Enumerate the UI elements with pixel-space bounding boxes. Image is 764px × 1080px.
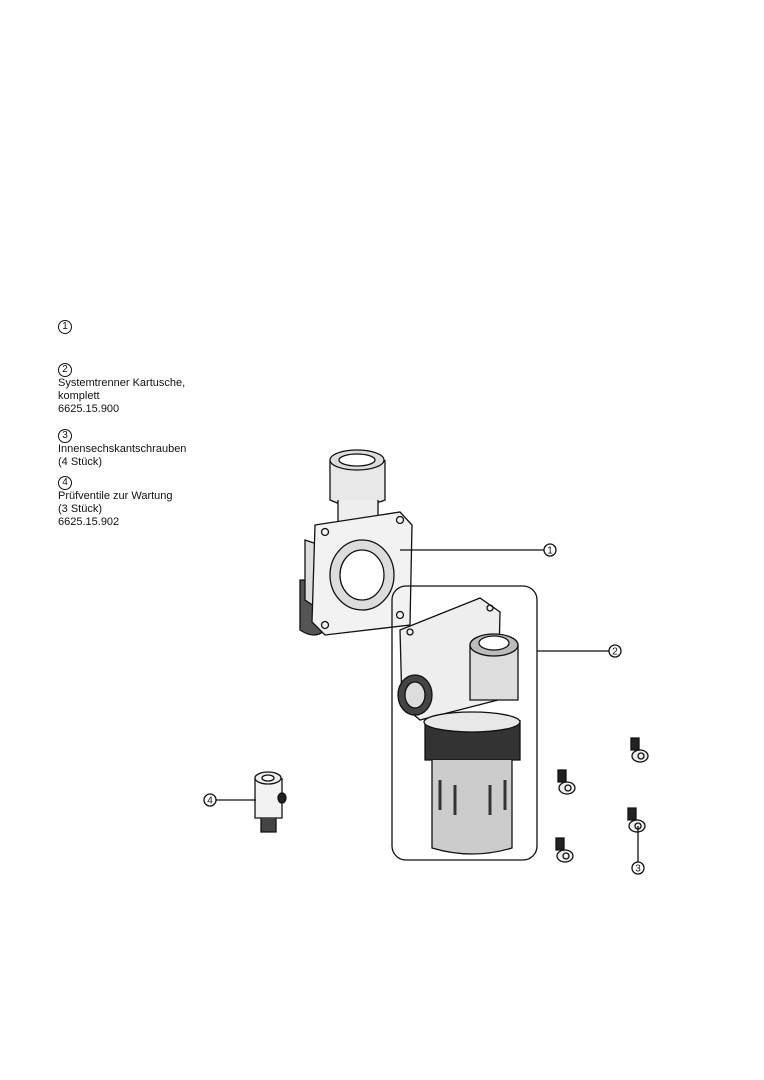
callout-2: 2 — [537, 644, 622, 658]
callout-label: 3 — [635, 864, 641, 875]
housing-part — [299, 449, 413, 636]
legend-text: Systemtrenner Kartusche, — [58, 377, 186, 389]
legend-text: Prüfventile zur Wartung — [58, 490, 173, 502]
cartridge-part — [397, 597, 521, 855]
callout-4: 4 — [203, 793, 256, 807]
legend-number-4: 4 — [58, 476, 72, 490]
callout-1: 1 — [400, 543, 557, 557]
legend-item-2: 2 Systemtrenner Kartusche, komplett 6625… — [58, 363, 185, 416]
legend-number-3: 3 — [58, 429, 72, 443]
legend-part-number: 6625.15.902 — [58, 516, 120, 528]
callout-3: 3 — [631, 826, 645, 875]
callout-label: 1 — [547, 546, 553, 557]
legend-text: (4 Stück) — [58, 456, 103, 468]
legend-text: Innensechskantschrauben — [58, 443, 187, 455]
legend-item-1: 1 — [58, 320, 72, 334]
callout-label: 4 — [207, 796, 213, 807]
cartridge-outline-box — [391, 585, 538, 861]
legend-part-number: 6625.15.900 — [58, 403, 120, 415]
legend-item-3: 3 Innensechskantschrauben (4 Stück) — [58, 429, 186, 469]
legend-item-4: 4 Prüfventile zur Wartung (3 Stück) 6625… — [58, 476, 173, 529]
test-valve-part — [254, 771, 287, 833]
legend-text: (3 Stück) — [58, 503, 103, 515]
legend-number-1: 1 — [58, 320, 72, 334]
screws-part — [555, 737, 649, 863]
legend-number-2: 2 — [58, 363, 72, 377]
callout-label: 2 — [612, 647, 618, 658]
legend-text: komplett — [58, 390, 100, 402]
